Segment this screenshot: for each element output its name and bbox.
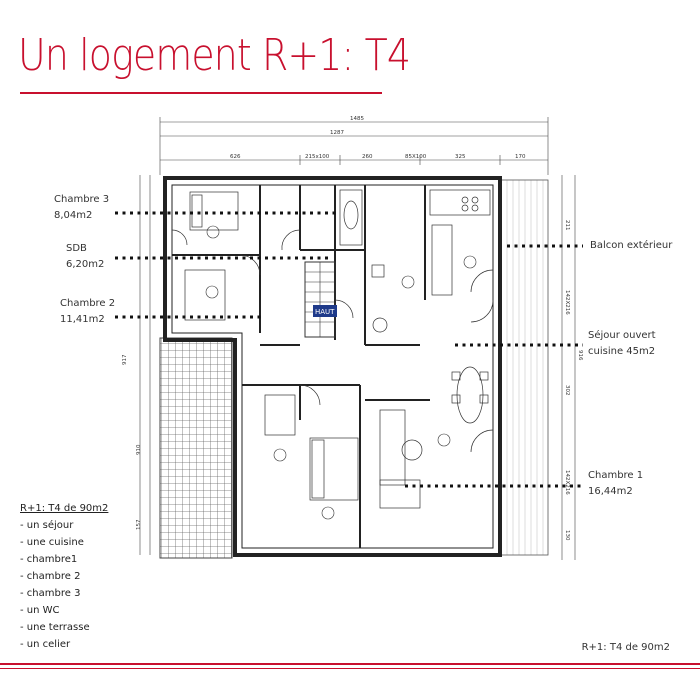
label-sejour: Séjour ouvert cuisine 45m2 bbox=[588, 328, 656, 360]
legend-item: - une cuisine bbox=[20, 537, 84, 548]
dim-top-4: 215x100 bbox=[305, 154, 330, 160]
label-chambre1-name: Chambre 1 bbox=[588, 470, 644, 481]
callout-leaders bbox=[115, 211, 583, 488]
legend-item: - une terrasse bbox=[20, 622, 90, 633]
label-sdb-name: SDB bbox=[66, 243, 87, 254]
footer-rule bbox=[0, 663, 700, 665]
dim-top-8: 170 bbox=[515, 154, 526, 160]
label-balcon: Balcon extérieur bbox=[590, 238, 672, 254]
dimension-lines-left bbox=[139, 175, 151, 555]
dim-top-7: 325 bbox=[455, 154, 466, 160]
exterior-walls bbox=[163, 176, 502, 557]
dim-right-2: 142X216 bbox=[564, 290, 570, 315]
label-chambre2-area: 11,41m2 bbox=[60, 314, 105, 325]
dim-left-3: 157 bbox=[136, 519, 142, 530]
page-title: Un logement R+1: T4 bbox=[18, 30, 411, 81]
room-tags bbox=[205, 225, 477, 520]
dim-left-1: 917 bbox=[122, 354, 128, 365]
dimension-lines-right bbox=[561, 175, 576, 560]
legend-item: - chambre 2 bbox=[20, 571, 81, 582]
dim-top-5: 260 bbox=[362, 154, 373, 160]
stair-direction-tag bbox=[313, 305, 337, 317]
dim-top-6: 85X100 bbox=[405, 154, 427, 160]
label-sejour-line2: cuisine 45m2 bbox=[588, 346, 656, 357]
dimension-lines-top bbox=[159, 117, 549, 175]
stair-direction-text: HAUT bbox=[315, 308, 335, 316]
program-legend: R+1: T4 de 90m2 - un séjour - une cuisin… bbox=[20, 500, 108, 653]
label-chambre3: Chambre 3 8,04m2 bbox=[54, 192, 109, 224]
label-chambre1: Chambre 1 16,44m2 bbox=[588, 468, 643, 500]
staircase bbox=[304, 261, 336, 338]
dim-top-3: 626 bbox=[230, 154, 241, 160]
title-underline bbox=[20, 92, 382, 94]
footer-caption: R+1: T4 de 90m2 bbox=[581, 642, 670, 653]
legend-heading: R+1: T4 de 90m2 bbox=[20, 503, 109, 514]
furniture bbox=[184, 189, 491, 509]
dim-right-1: 211 bbox=[564, 220, 570, 231]
balcony-deck bbox=[499, 179, 549, 556]
label-chambre3-area: 8,04m2 bbox=[54, 210, 93, 221]
dim-right-6: 130 bbox=[564, 530, 570, 541]
legend-item: - un séjour bbox=[20, 520, 74, 531]
label-balcon-name: Balcon extérieur bbox=[590, 240, 673, 251]
label-sejour-line1: Séjour ouvert bbox=[588, 330, 656, 341]
label-chambre2-name: Chambre 2 bbox=[60, 298, 116, 309]
dim-left-2: 910 bbox=[136, 444, 142, 455]
label-sdb: SDB 6,20m2 bbox=[66, 241, 104, 273]
label-sdb-area: 6,20m2 bbox=[66, 259, 105, 270]
legend-item: - un celier bbox=[20, 639, 71, 650]
label-chambre1-area: 16,44m2 bbox=[588, 486, 633, 497]
dim-right-5: 142X216 bbox=[564, 470, 570, 495]
label-chambre3-name: Chambre 3 bbox=[54, 194, 110, 205]
dim-right-3: 916 bbox=[577, 350, 583, 361]
dim-top-total: 1485 bbox=[350, 116, 364, 122]
legend-item: - chambre1 bbox=[20, 554, 78, 565]
dim-right-4: 302 bbox=[564, 385, 570, 396]
dim-top-2: 1287 bbox=[330, 130, 344, 136]
roof-hatch bbox=[159, 337, 233, 559]
doors bbox=[171, 229, 494, 453]
footer-rule-thin bbox=[0, 668, 700, 669]
legend-item: - un WC bbox=[20, 605, 60, 616]
legend-item: - chambre 3 bbox=[20, 588, 81, 599]
label-chambre2: Chambre 2 11,41m2 bbox=[60, 296, 115, 328]
